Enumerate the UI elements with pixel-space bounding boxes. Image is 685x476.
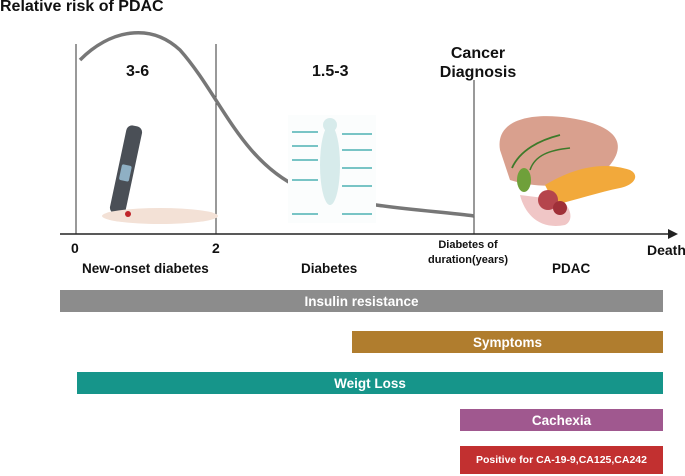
pancreas-tumor-icon xyxy=(499,116,636,226)
phase-diabetes: Diabetes xyxy=(301,261,358,276)
bar-cachexia: Cachexia xyxy=(460,409,663,431)
risk-label-mid: 1.5-3 xyxy=(312,63,349,80)
risk-label-early: 3-6 xyxy=(126,63,150,80)
tick-2: 2 xyxy=(212,240,220,256)
cancer-diagnosis-label: Cancer Diagnosis xyxy=(439,45,517,81)
page-title: Relative risk of PDAC xyxy=(0,0,164,15)
bar-tumor-markers: Positive for CA-19-9,CA125,CA242 xyxy=(460,446,663,474)
phase-pdac: PDAC xyxy=(552,261,591,276)
death-label: Death xyxy=(647,242,685,258)
axis-arrow-icon xyxy=(668,229,678,239)
bar-weight-loss: Weigt Loss xyxy=(77,372,663,394)
risk-curve xyxy=(78,30,475,218)
tick-0: 0 xyxy=(71,240,79,256)
duration-label: Diabetes of duration(years) xyxy=(428,239,509,266)
phase-new-onset: New-onset diabetes xyxy=(82,261,209,276)
bar-symptoms: Symptoms xyxy=(352,331,663,353)
comorbidities-chart-icon xyxy=(288,115,376,223)
bar-insulin-resistance: Insulin resistance xyxy=(60,290,663,312)
glucose-meter-icon xyxy=(102,125,218,224)
